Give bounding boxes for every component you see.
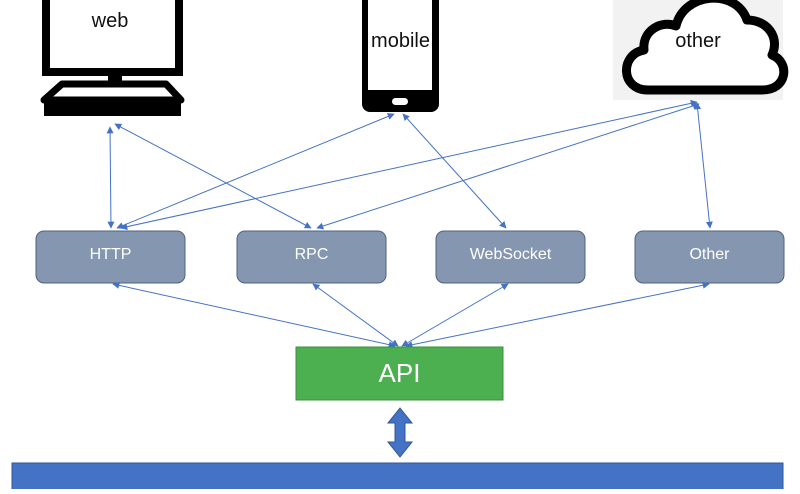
connection-arrows <box>106 99 713 231</box>
arrow-mobile-http <box>116 113 395 229</box>
api-label: API <box>378 358 421 388</box>
phone-icon <box>362 0 439 112</box>
cloud-icon <box>613 0 789 100</box>
arrow-other-rpc <box>316 102 700 230</box>
protocol-label-other: Other <box>689 246 730 263</box>
arrow-other-other <box>694 102 713 229</box>
bottom-bar <box>11 462 784 494</box>
arrow-rpc-api <box>312 283 399 347</box>
arrow-websocket-api <box>401 283 509 347</box>
api-box <box>295 346 504 401</box>
double-arrow-icon <box>386 407 414 458</box>
device-label-web: web <box>91 10 129 32</box>
protocol-label-websocket: WebSocket <box>469 246 552 263</box>
arrow-http-api <box>112 281 396 349</box>
device-label-mobile: mobile <box>371 30 430 52</box>
arrow-web-rpc <box>114 123 312 229</box>
protocol-label-rpc: RPC <box>294 246 329 263</box>
protocol-box-http <box>35 230 186 284</box>
arrow-web-http <box>106 126 115 229</box>
api-arrows <box>112 281 710 349</box>
arrow-other-api <box>405 281 710 349</box>
protocol-label-http: HTTP <box>89 246 132 263</box>
arrow-mobile-websocket <box>402 113 507 229</box>
device-label-other: other <box>675 30 721 52</box>
